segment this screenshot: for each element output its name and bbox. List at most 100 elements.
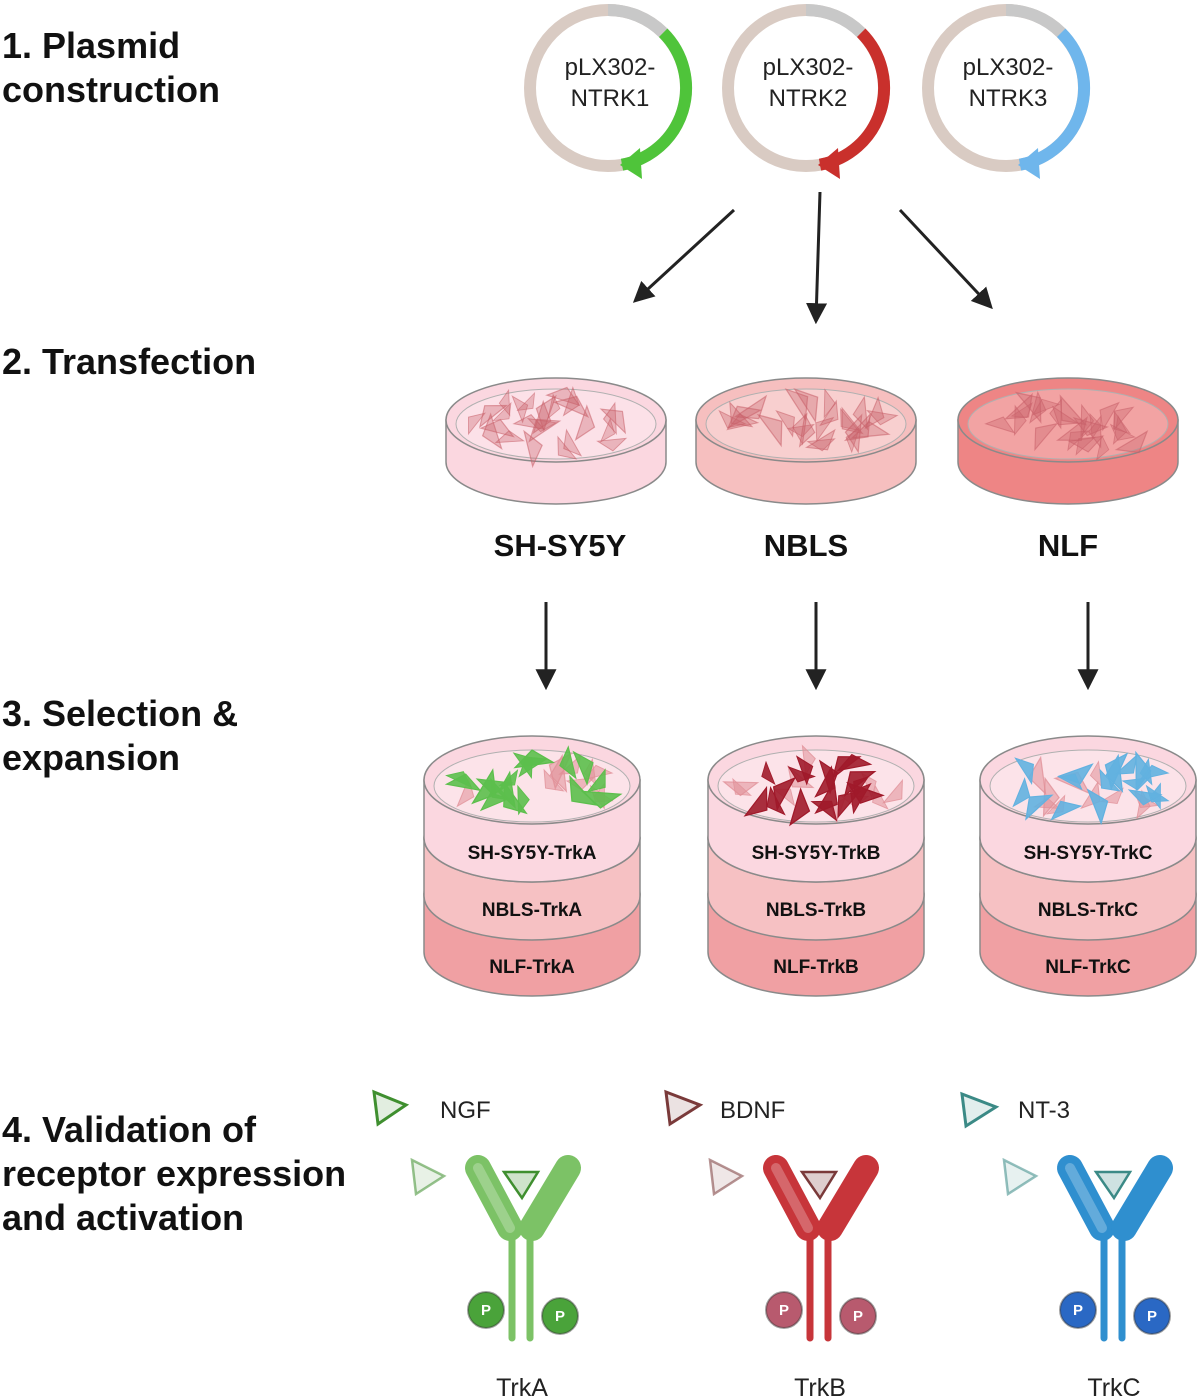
phospho-site-icon <box>1133 1297 1171 1335</box>
transfected-cell-icon <box>1127 789 1163 806</box>
phospho-site-icon <box>467 1291 505 1329</box>
ligand-legend-ngf: NGF <box>372 1089 491 1127</box>
ngf-triangle-icon <box>372 1089 410 1127</box>
cell-icon <box>843 412 871 442</box>
dish-cells <box>984 390 1149 461</box>
cell-icon <box>516 391 536 411</box>
cell-icon <box>478 404 509 429</box>
stack-dish-label-2: NBLS-TrkA <box>482 900 583 921</box>
transfected-cell-icon <box>761 760 776 785</box>
phospho-site-label: P <box>1147 1308 1157 1325</box>
cell-icon <box>864 395 885 430</box>
transfected-cell-icon <box>1050 800 1083 821</box>
cell-icon <box>557 435 578 460</box>
cell-icon <box>806 438 836 452</box>
ntrk2-gene-arc <box>818 28 891 171</box>
step-3-line-2: expansion <box>2 737 181 778</box>
receptor-arm-right <box>817 1155 879 1241</box>
free-ligand-icon <box>410 1157 447 1197</box>
cell-icon <box>552 395 590 418</box>
phospho-site-label: P <box>779 1302 789 1319</box>
cell-icon <box>819 399 839 427</box>
transfected-cell-icon <box>586 768 606 793</box>
ligand-label-nt3: NT-3 <box>1018 1097 1070 1124</box>
ligand-label-bdnf: BDNF <box>720 1097 785 1124</box>
stack-trkc: SH-SY5Y-TrkC NBLS-TrkC NLF-TrkC <box>979 735 1197 997</box>
transfected-cell-icon <box>795 755 814 786</box>
dish-sh-sy5y <box>445 377 667 505</box>
step-3-line-1: 3. Selection & <box>2 693 239 734</box>
step-4-line-1: 4. Validation of <box>2 1109 257 1150</box>
cell-icon <box>786 423 815 438</box>
cell-icon <box>1051 405 1080 426</box>
bound-ligand-icon <box>1093 1170 1133 1201</box>
cell-icon <box>512 413 546 431</box>
cell-icon <box>882 778 903 804</box>
arrow-to-nlf <box>898 208 993 310</box>
ntrk1-gene-arrowhead <box>620 148 642 179</box>
transfected-cell-icon <box>1014 757 1034 785</box>
plasmid-label-line-1: pLX302- <box>565 54 656 81</box>
stack-dish-label-3: NLF-TrkC <box>1045 957 1131 978</box>
phospho-site-label: P <box>555 1308 565 1325</box>
cell-icon <box>511 395 529 424</box>
dish-surface <box>705 388 907 460</box>
transfected-cell-icon <box>789 787 811 827</box>
receptor-label-trkc: TrkC <box>1087 1374 1140 1400</box>
step-1-line-2: construction <box>2 69 221 110</box>
plasmid-promoter-segment <box>1005 3 1066 38</box>
cell-icon <box>733 394 768 420</box>
stack-dish-label-1: SH-SY5Y-TrkC <box>1024 843 1153 864</box>
step-2-heading: 2. Transfection <box>2 340 256 384</box>
phospho-site-label: P <box>1073 1302 1083 1319</box>
phospho-site-icon <box>541 1297 579 1335</box>
transfected-cell-icon <box>512 752 533 780</box>
cell-icon <box>840 407 860 432</box>
cell-icon <box>1099 787 1124 805</box>
plasmid-label-line-1: pLX302- <box>963 54 1054 81</box>
cell-icon <box>1034 422 1059 452</box>
cell-icon <box>596 437 628 452</box>
cell-icon <box>532 399 552 435</box>
step-2-line-1: 2. Transfection <box>2 341 257 382</box>
cell-icon <box>468 412 487 436</box>
cell-icon <box>784 388 809 422</box>
stack-dish-label-2: NBLS-TrkB <box>766 900 866 921</box>
cell-line-label-sh-sy5y: SH-SY5Y <box>494 528 627 563</box>
receptor-arm-highlight <box>473 1163 515 1233</box>
stack-dish-label-3: NLF-TrkA <box>489 957 575 978</box>
dish-nbls <box>695 377 917 505</box>
plasmid-ntrk1: pLX302- NTRK1 <box>524 3 693 179</box>
stack-dish-label-1: SH-SY5Y-TrkA <box>468 843 597 864</box>
receptor-arm-right <box>1111 1155 1173 1241</box>
phospho-site-label: P <box>481 1302 491 1319</box>
cell-icon <box>718 409 747 429</box>
transfected-cell-icon <box>517 784 530 816</box>
stack-top-cells <box>722 744 903 827</box>
dish-rim <box>957 377 1179 463</box>
cell-icon <box>726 413 760 431</box>
bound-ligand-icon <box>501 1170 541 1201</box>
transfected-cell-icon <box>853 775 870 799</box>
step-4-line-3: and activation <box>2 1197 245 1238</box>
step-1-line-1: 1. Plasmid <box>2 25 181 66</box>
arrow-to-sh-sy5y <box>632 208 736 303</box>
receptor-arm-left <box>1057 1155 1115 1241</box>
cell-icon <box>866 409 899 426</box>
ntrk3-gene-arrowhead <box>1018 148 1040 179</box>
ligand-legend-bdnf: BDNF <box>664 1089 785 1127</box>
free-ligand-icon <box>1002 1157 1039 1197</box>
transfected-cell-icon <box>1135 750 1152 792</box>
cell-icon <box>823 388 837 419</box>
stack-dish-label-1: SH-SY5Y-TrkB <box>752 843 881 864</box>
plasmid-label-line-2: NTRK3 <box>969 85 1048 112</box>
cell-icon <box>599 417 616 443</box>
transfected-cell-icon <box>1086 788 1109 826</box>
step-1-heading: 1. Plasmid construction <box>2 24 220 112</box>
cell-line-label-nbls: NBLS <box>764 528 848 563</box>
cell-icon <box>1049 397 1063 430</box>
